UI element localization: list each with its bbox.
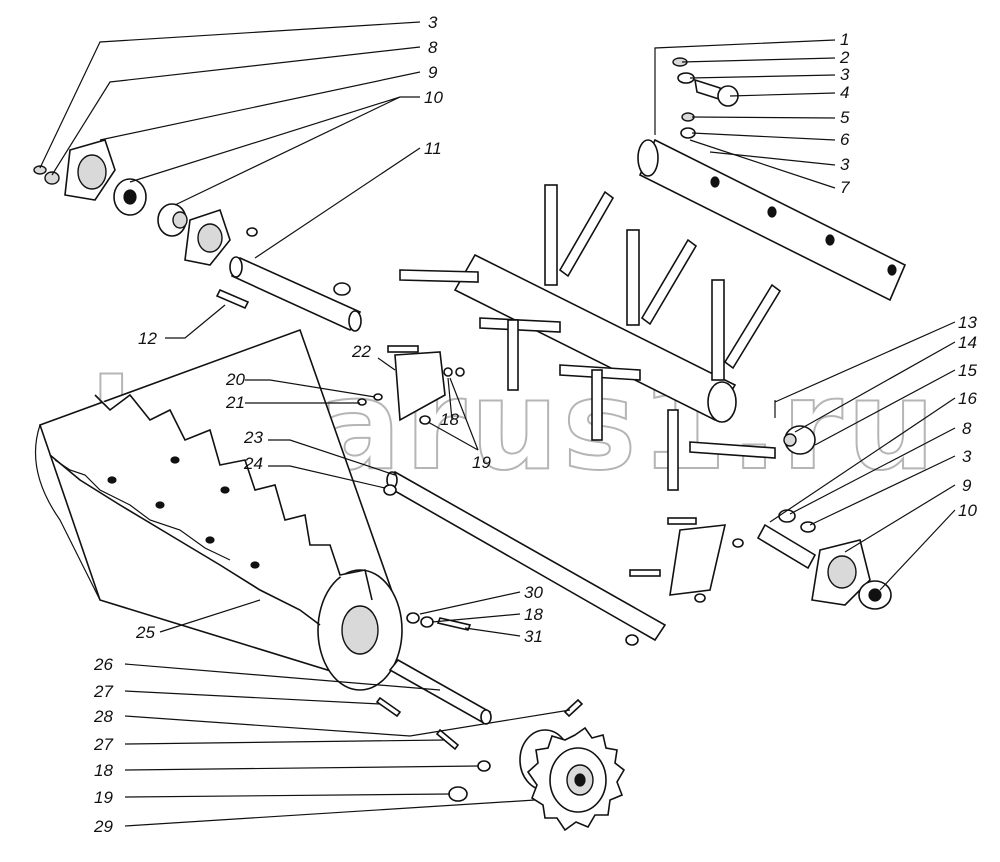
callout-23: 23	[243, 428, 263, 447]
callout-14: 14	[958, 333, 977, 352]
callout-3-top-left: 3	[428, 13, 438, 32]
top-right-bar-assembly	[637, 57, 907, 302]
callout-25: 25	[135, 623, 155, 642]
part-29-sprocket	[519, 726, 626, 832]
callout-10-right: 10	[958, 501, 977, 520]
part-11-shaft	[229, 256, 362, 332]
part-23-bar	[383, 470, 667, 646]
callout-29: 29	[93, 817, 113, 836]
callout-22: 22	[351, 342, 371, 361]
callout-9-top-left: 9	[428, 63, 438, 82]
part-26-shaft	[388, 658, 492, 725]
callout-13: 13	[958, 313, 977, 332]
leader-lines	[39, 21, 956, 827]
callout-19-center: 19	[472, 453, 491, 472]
callout-27-lower: 27	[93, 735, 113, 754]
part-12-key	[215, 288, 250, 310]
callout-20: 20	[225, 370, 245, 389]
callout-18-center: 18	[440, 410, 459, 429]
bracket-22	[357, 345, 465, 425]
callout-1: 1	[840, 30, 849, 49]
callout-21: 21	[225, 393, 245, 412]
callout-2: 2	[839, 48, 850, 67]
callout-labels: 3 8 9 10 11 12 1 2 3 4 5 6 3 7 22 20 21 …	[93, 13, 977, 836]
callout-8-right: 8	[962, 419, 972, 438]
callout-4: 4	[840, 83, 849, 102]
callout-31: 31	[524, 627, 543, 646]
callout-15: 15	[958, 361, 977, 380]
callout-12: 12	[138, 329, 157, 348]
right-bearing-assembly	[756, 400, 892, 610]
callout-3-right: 3	[962, 447, 972, 466]
callout-7: 7	[840, 178, 850, 197]
callout-10-top-left: 10	[424, 88, 443, 107]
callout-27-upper: 27	[93, 682, 113, 701]
callout-26: 26	[93, 655, 113, 674]
callout-18-mid: 18	[524, 605, 543, 624]
callout-18-bottom: 18	[94, 761, 113, 780]
callout-3-top-right: 3	[840, 65, 850, 84]
callout-9-right: 9	[962, 476, 972, 495]
callout-5: 5	[840, 108, 850, 127]
tine-shaft-assembly	[399, 184, 782, 491]
callout-19-bottom: 19	[94, 788, 113, 807]
callout-16: 16	[958, 389, 977, 408]
part-25-drum	[34, 328, 403, 691]
callout-24: 24	[243, 454, 263, 473]
callout-8-top-left: 8	[428, 38, 438, 57]
callout-11: 11	[424, 139, 442, 158]
bearing-assembly-top-left	[33, 139, 258, 266]
callout-6: 6	[840, 130, 850, 149]
callout-30: 30	[524, 583, 543, 602]
bracket-lower	[629, 517, 744, 603]
bolts-27-28	[375, 696, 584, 802]
callout-28: 28	[93, 707, 113, 726]
callout-3-top-right-lower: 3	[840, 155, 850, 174]
